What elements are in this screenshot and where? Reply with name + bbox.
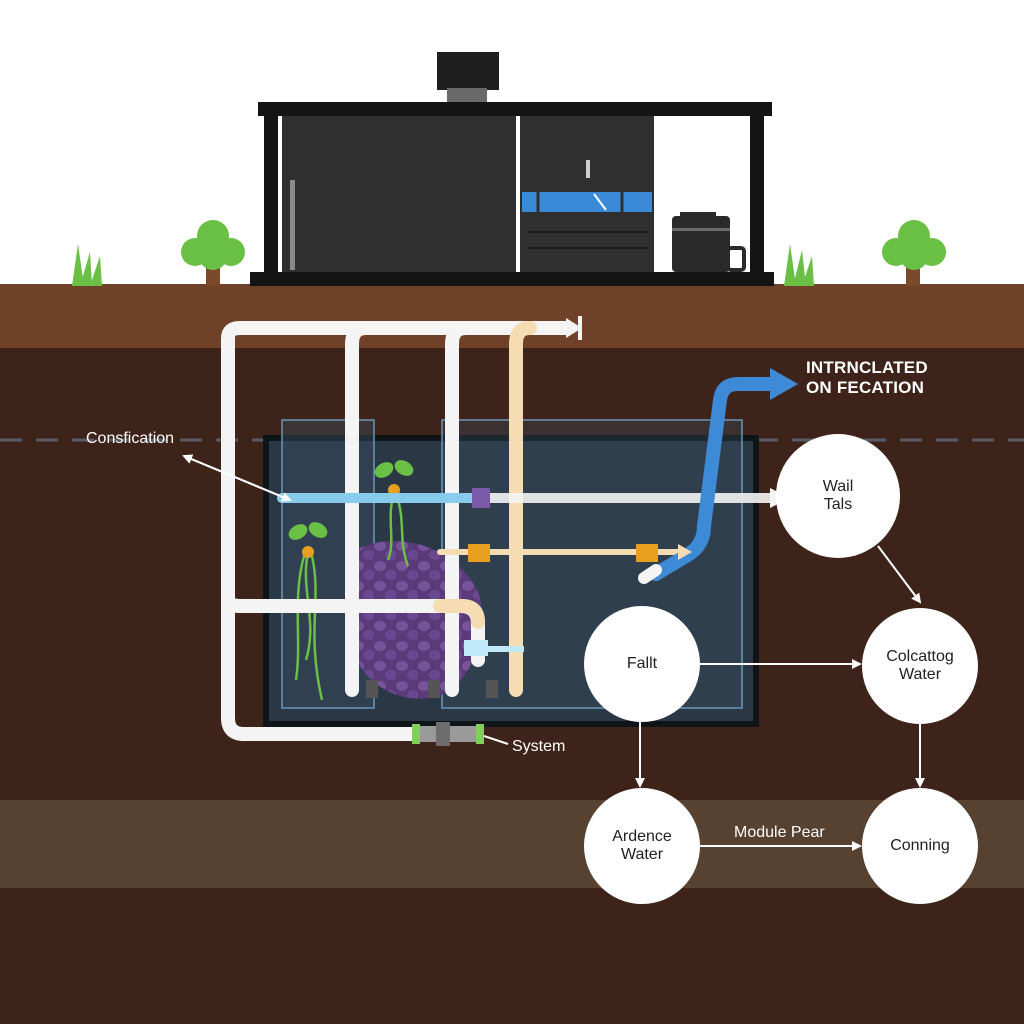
node-fallt (584, 606, 700, 722)
node-colcattog-water-line-2: Water (898, 666, 942, 683)
confiscation-label: Consfication (86, 430, 175, 447)
headline-line-2: ON FECATION (806, 377, 925, 397)
system-label: System (512, 738, 566, 755)
headline-label: INTRNCLATED ON FECATION (806, 358, 928, 397)
node-ardence-water-line-1: Ardence (612, 827, 672, 845)
node-conning-line-1: Conning (890, 836, 950, 854)
node-fallt-line-1: Fallt (626, 654, 658, 672)
flow-nodes (584, 434, 978, 904)
tree-right (882, 220, 946, 286)
node-conning (862, 788, 978, 904)
node-colcattog-water-text: Colcattog Water (862, 616, 978, 716)
system-leader (483, 735, 509, 745)
plant-left (288, 522, 328, 701)
node-fallt-text: Fallt (584, 614, 700, 714)
pipe-network (221, 321, 785, 741)
node-ardence-water (584, 788, 700, 904)
node-colcattog-water (862, 608, 978, 724)
headline-line-1: INTRNCLATED (806, 358, 928, 377)
grass-left (72, 244, 102, 286)
module-pear-label: Module Pear (734, 824, 825, 841)
node-wail-tals-line-1: Wail (822, 477, 854, 495)
pipe-fittings (366, 488, 658, 746)
node-wail-tals-line-2: Tals (823, 496, 853, 513)
node-ardence-water-text: Ardence Water (584, 796, 700, 896)
node-ardence-water-line-2: Water (620, 846, 664, 863)
node-colcattog-water-line-1: Colcattog (886, 647, 954, 665)
node-conning-text: Conning (862, 796, 978, 896)
node-wail-tals-text: Wail Tals (778, 446, 898, 546)
tree-left (181, 220, 245, 286)
grass-right (784, 244, 814, 286)
flow-edges (635, 545, 925, 851)
node-wail-tals (776, 434, 900, 558)
building (250, 52, 774, 286)
